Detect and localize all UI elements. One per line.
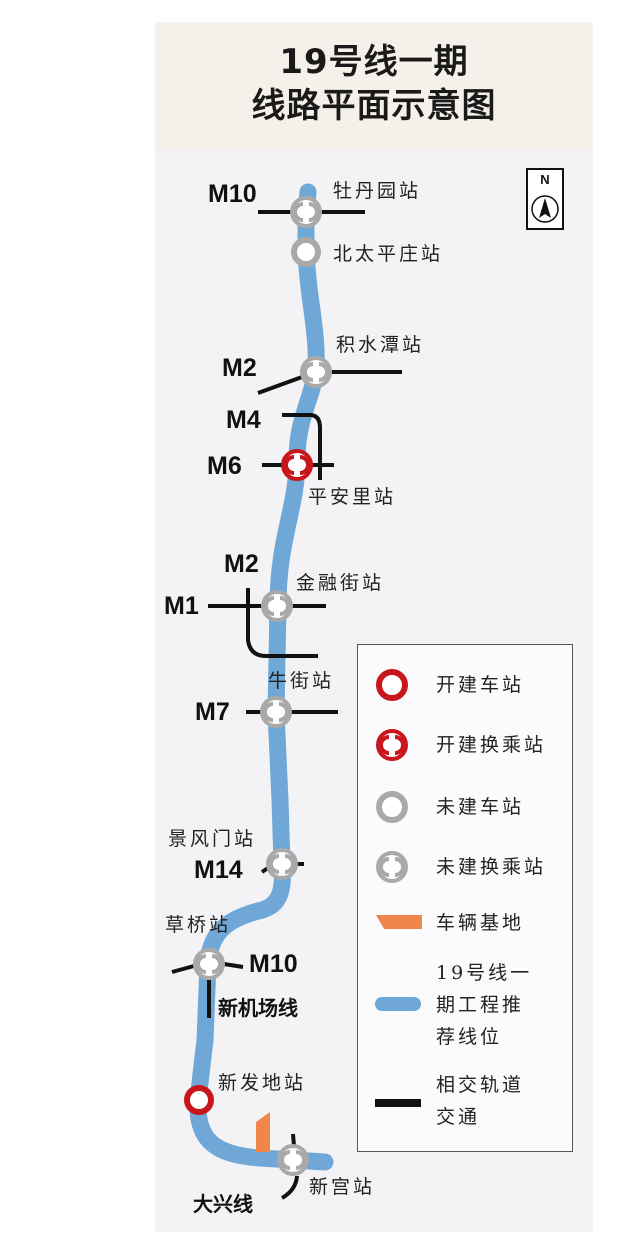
station-niujie-marker xyxy=(260,696,292,728)
red-transfer-icon xyxy=(376,729,408,761)
station-pinganli-marker xyxy=(281,449,313,481)
station-xingong-marker xyxy=(277,1144,309,1176)
compass-arrow-icon xyxy=(531,195,559,223)
legend-item: 未建车站 xyxy=(358,789,572,825)
line-label-new-airport: 新机场线 xyxy=(218,996,298,1020)
station-label: 草桥站 xyxy=(165,914,232,936)
legend-item: 未建换乘站 xyxy=(358,849,572,885)
station-xinfadi-marker xyxy=(184,1085,214,1115)
station-jingfengmen-marker xyxy=(266,848,298,880)
station-label: 景风门站 xyxy=(168,828,257,850)
legend-item: 相交轨道 交通 xyxy=(358,1069,572,1139)
red-ring-icon xyxy=(376,669,408,701)
title-band xyxy=(155,22,593,150)
station-mudanyuan-marker xyxy=(290,196,322,228)
station-jishuitan-marker xyxy=(300,356,332,388)
line-label-m6: M6 xyxy=(207,452,242,480)
line-label-m7: M7 xyxy=(195,698,230,726)
line-label-m1: M1 xyxy=(164,592,199,620)
station-beitaipingzhuang-marker xyxy=(291,237,321,267)
station-label: 积水潭站 xyxy=(336,334,425,356)
vehicle-depot xyxy=(256,1112,270,1152)
gray-ring-icon xyxy=(376,791,408,823)
legend-item: 车辆基地 xyxy=(358,905,572,941)
crossing-lines xyxy=(171,210,402,1200)
compass-n-label: N xyxy=(540,172,550,187)
station-jinrongjie-marker xyxy=(261,590,293,622)
station-caoqiao-marker xyxy=(193,948,225,980)
legend-item: 19号线一 期工程推 荐线位 xyxy=(358,957,572,1057)
line-label-m2: M2 xyxy=(222,354,257,382)
station-label: 平安里站 xyxy=(308,486,397,508)
station-label: 金融街站 xyxy=(296,572,385,594)
line-label-m2: M2 xyxy=(224,550,259,578)
line-label-m10: M10 xyxy=(208,180,257,208)
station-label: 北太平庄站 xyxy=(333,243,444,265)
line-label-m14: M14 xyxy=(194,856,243,884)
line-label-m4: M4 xyxy=(226,406,261,434)
legend: 开建车站 开建换乘站 未建车站 未建换乘站 车辆基地 19号线一 期工程推 xyxy=(357,644,573,1152)
station-label: 牛街站 xyxy=(268,670,335,692)
north-compass: N xyxy=(526,168,564,230)
blue-line-icon xyxy=(375,997,421,1011)
line-label-m10: M10 xyxy=(249,950,298,978)
station-label: 牡丹园站 xyxy=(333,180,422,202)
line-label-daxing: 大兴线 xyxy=(193,1192,253,1216)
legend-item: 开建车站 xyxy=(358,667,572,703)
station-label: 新宫站 xyxy=(309,1176,376,1198)
page-title-line1: 19号线一期 xyxy=(279,42,469,82)
gray-transfer-icon xyxy=(376,851,408,883)
legend-item: 开建换乘站 xyxy=(358,727,572,763)
page-title-line2: 线路平面示意图 xyxy=(251,86,497,126)
orange-depot-icon xyxy=(376,915,422,929)
station-label: 新发地站 xyxy=(218,1072,307,1094)
black-line-icon xyxy=(375,1099,421,1107)
